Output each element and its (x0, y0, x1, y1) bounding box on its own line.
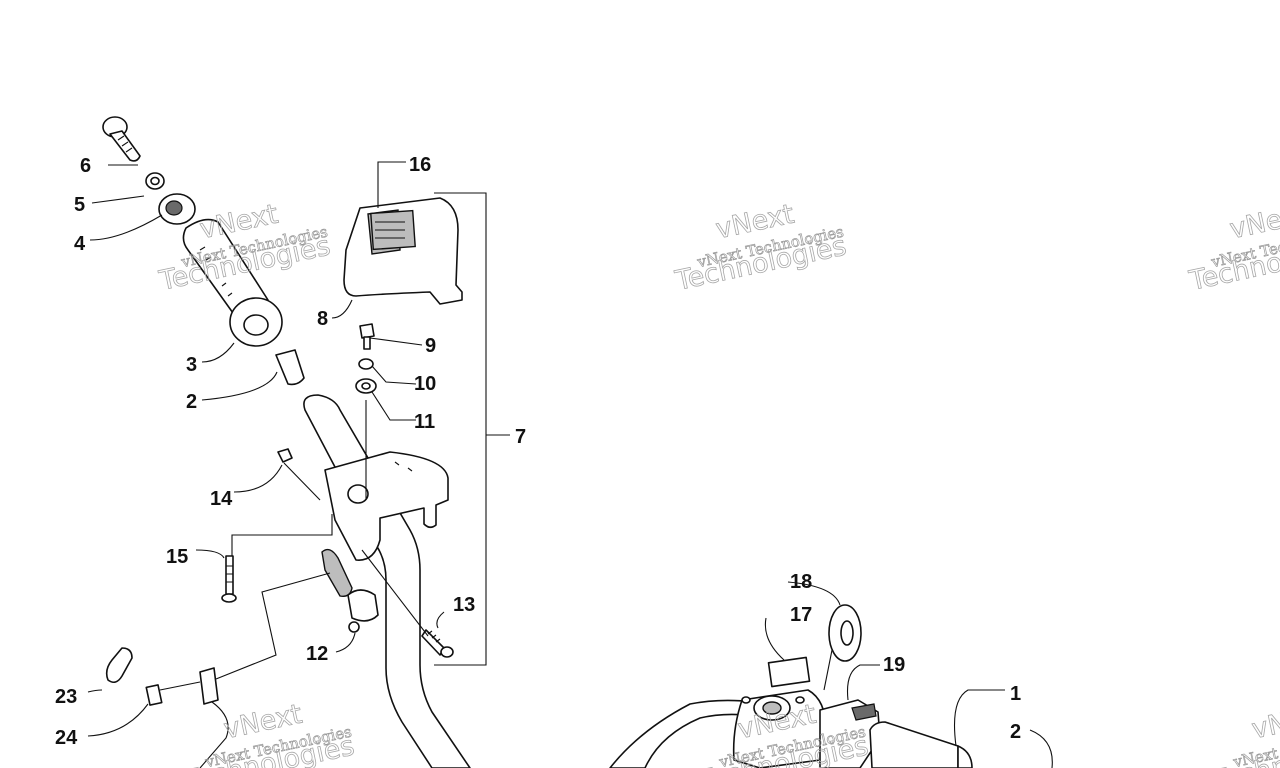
callout-17: 17 (790, 604, 812, 626)
lever-part-12 (321, 548, 379, 633)
bolt-part-6 (102, 116, 141, 162)
washer-part-11 (355, 378, 377, 394)
pad-part-24 (145, 684, 163, 706)
svg-text:vNext: vNext (1227, 199, 1280, 246)
grip-part-1 (869, 721, 959, 768)
screw-part-15 (221, 555, 237, 603)
watermark-6: vNext vNext Technologies Technologies (1208, 698, 1280, 768)
screw-part-9 (359, 323, 375, 350)
switch-base-clamp (324, 451, 449, 561)
sleeve-part-2-left (275, 349, 305, 386)
callout-12: 12 (306, 643, 328, 665)
callout-18: 18 (790, 571, 812, 593)
brake-master-cylinder (732, 689, 827, 768)
callout-16: 16 (409, 154, 431, 176)
seal-part-18 (828, 604, 862, 662)
watermark-2: vNext vNext Technologies Technologies (672, 198, 850, 297)
grip-part-3 (182, 218, 283, 347)
svg-text:vNext: vNext (1249, 699, 1280, 746)
callout-11: 11 (414, 411, 435, 433)
callout-19: 19 (883, 654, 905, 676)
label-part-17 (767, 656, 811, 688)
watermark-4: vNext vNext Technologies Technologies (180, 698, 358, 768)
callout-1: 1 (1010, 683, 1021, 705)
callout-5: 5 (74, 194, 85, 216)
callout-13: 13 (453, 594, 475, 616)
callout-23: 23 (55, 686, 77, 708)
watermark-5: vNext vNext Technologies Technologies (694, 698, 872, 768)
callout-4: 4 (74, 233, 86, 255)
callout-9: 9 (425, 335, 436, 357)
callout-7: 7 (515, 426, 526, 448)
callout-24: 24 (55, 727, 78, 749)
lock-washer-part-10 (358, 358, 374, 370)
end-cap-part-4 (158, 193, 196, 225)
callout-15: 15 (166, 546, 188, 568)
callout-6: 6 (80, 155, 91, 177)
switch-housing-part-8 (343, 197, 463, 305)
connector-switch-wire (199, 667, 219, 705)
callout-3: 3 (186, 354, 197, 376)
callout-14: 14 (210, 488, 233, 510)
washer-part-5 (145, 172, 165, 190)
callout-10: 10 (414, 373, 436, 395)
leader-lines-right (764, 581, 1053, 768)
watermark-3: vNext vNext Technologies Technologies (1186, 198, 1280, 297)
boot-part-23 (105, 647, 133, 684)
nut-part-14 (277, 448, 293, 463)
leader-lines-left (87, 161, 510, 737)
callout-2-right: 2 (1010, 721, 1021, 743)
handlebar-tube-left (303, 394, 471, 768)
callout-8: 8 (317, 308, 328, 330)
callout-2-left: 2 (186, 391, 197, 413)
